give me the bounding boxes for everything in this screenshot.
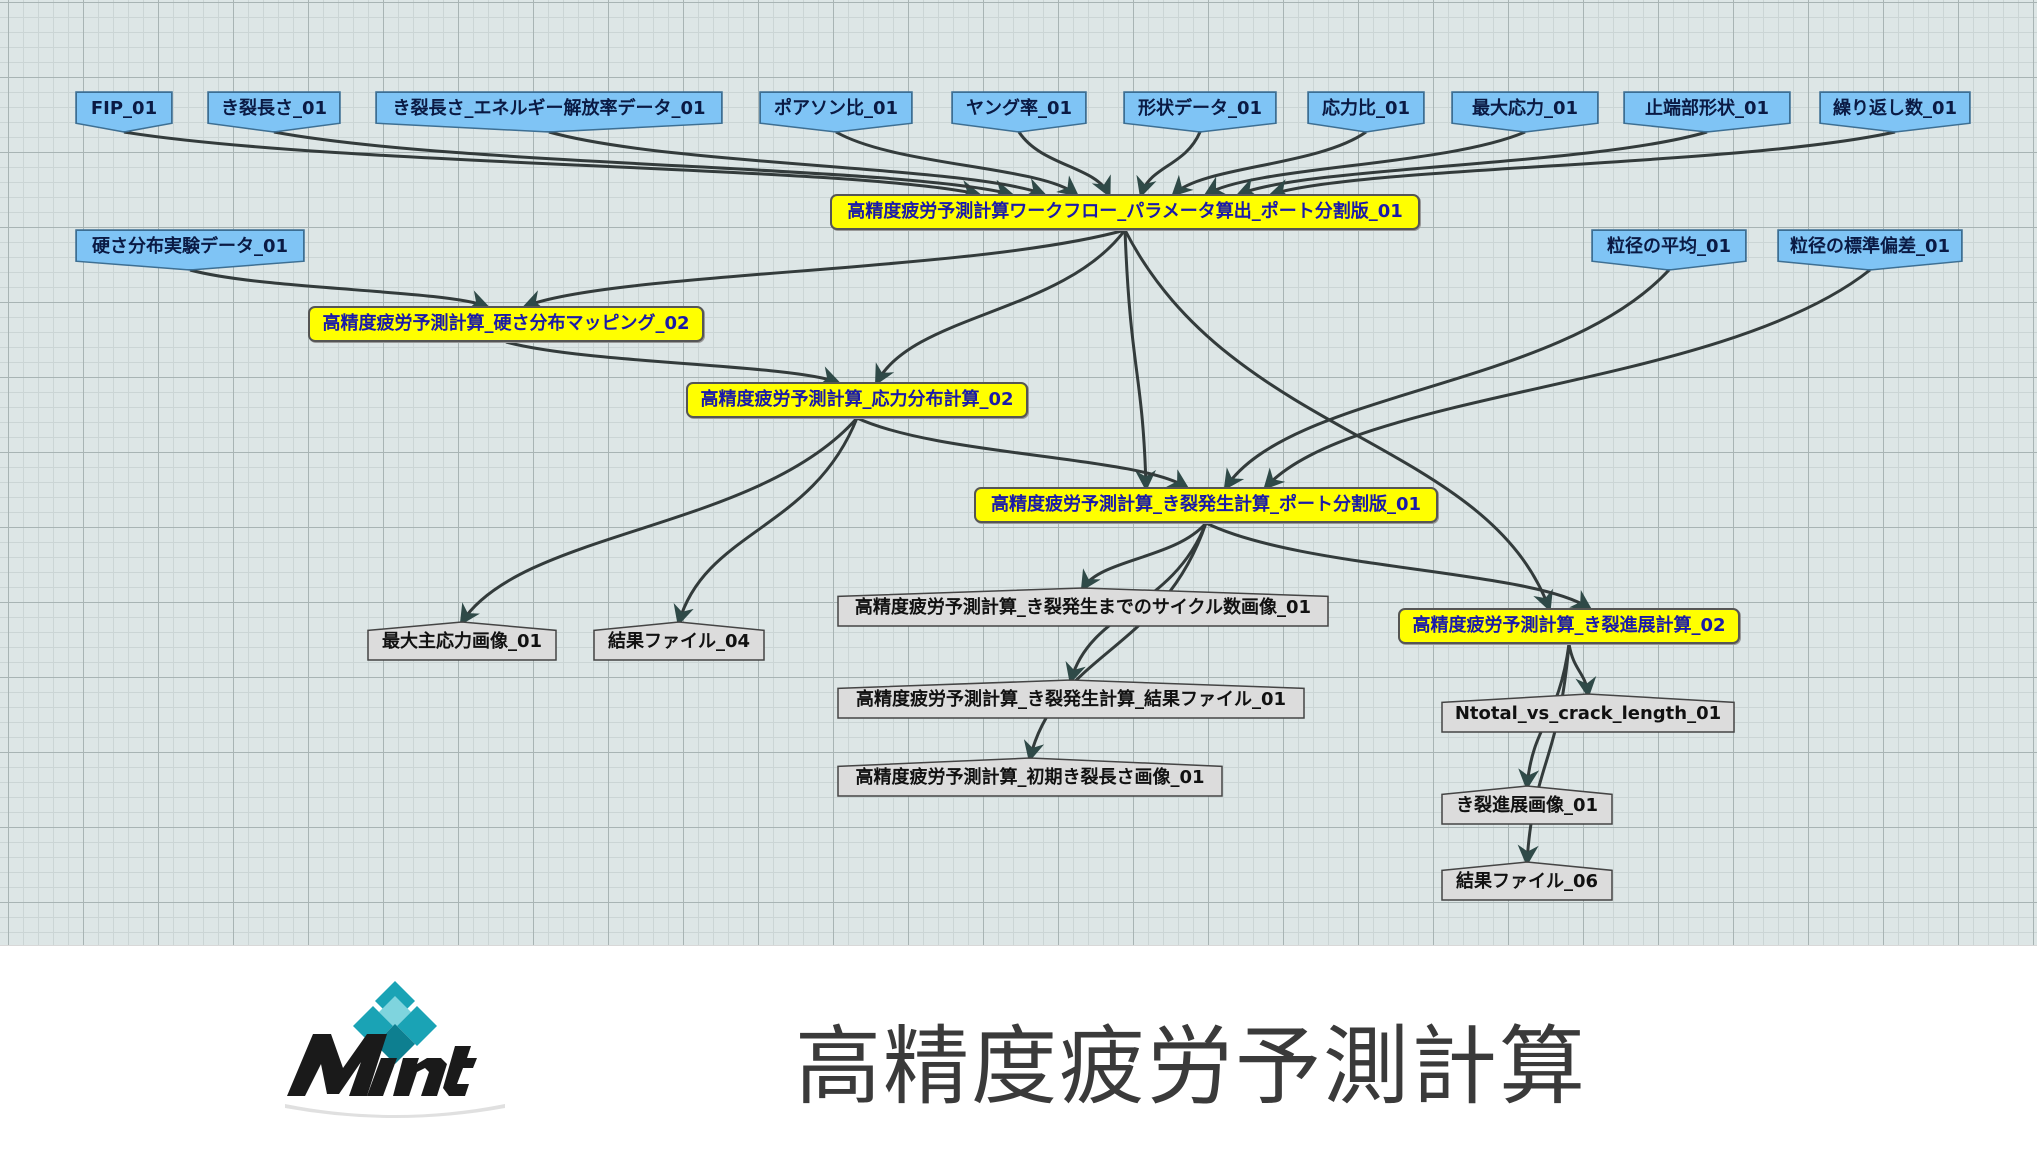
edge-stop-shape-to-wf (1235, 130, 1708, 198)
edge-stress-calc-to-out-maxstress (459, 417, 859, 626)
process-node-wf[interactable]: 高精度疲労予測計算ワークフロー_パラメータ算出_ポート分割版_01 (830, 194, 1420, 230)
edge-crack-energy-to-wf (548, 130, 1047, 198)
process-node-prop-calc[interactable]: 高精度疲労予測計算_き裂進展計算_02 (1398, 608, 1740, 644)
logo-reflection (285, 1104, 505, 1118)
process-node-hard-map[interactable]: 高精度疲労予測計算_硬さ分布マッピング_02 (308, 306, 704, 342)
footer: 高精度疲労予測計算 (0, 945, 2037, 1151)
edge-wf-to-hard-map (522, 228, 1126, 310)
edge-fip-to-wf (123, 130, 982, 201)
edge-crack-len-to-wf (273, 130, 1015, 201)
logo-wordmark (287, 1034, 477, 1096)
edge-young-to-wf (1017, 131, 1111, 198)
edge-stress-calc-to-out-result04 (673, 417, 859, 627)
edge-init-calc-to-prop-calc (1205, 521, 1593, 611)
process-node-stress-calc[interactable]: 高精度疲労予測計算_応力分布計算_02 (686, 382, 1028, 418)
edge-stress-calc-to-init-calc (856, 416, 1190, 490)
edges-layer (123, 130, 1896, 867)
edge-prop-calc-to-out-ntotal (1567, 643, 1597, 699)
process-node-init-calc[interactable]: 高精度疲労予測計算_き裂発生計算_ポート分割版_01 (974, 487, 1438, 523)
edge-wf-to-init-calc (1123, 229, 1157, 492)
edge-shape-to-wf (1136, 131, 1202, 199)
edge-grain-std-to-init-calc (1263, 268, 1871, 491)
edge-wf-to-stress-calc (874, 229, 1127, 386)
edge-stress-ratio-to-wf (1171, 130, 1367, 197)
edge-init-calc-to-out-cycle-img (1080, 522, 1208, 592)
edge-wf-to-prop-calc (1123, 229, 1553, 612)
edge-hard-map-to-stress-calc (505, 340, 841, 387)
edge-poisson-to-wf (835, 130, 1080, 197)
edge-init-calc-to-out-init-len (1023, 522, 1208, 763)
edge-max-stress-to-wf (1203, 130, 1526, 197)
mint-logo (285, 981, 505, 1118)
edge-prop-calc-to-out-result06 (1517, 643, 1571, 867)
edge-hardness-to-hard-map (189, 268, 490, 311)
edge-cycles-to-wf (1268, 130, 1896, 200)
edge-grain-mean-to-init-calc (1223, 268, 1671, 491)
page-title: 高精度疲労予測計算 (795, 1017, 1587, 1117)
